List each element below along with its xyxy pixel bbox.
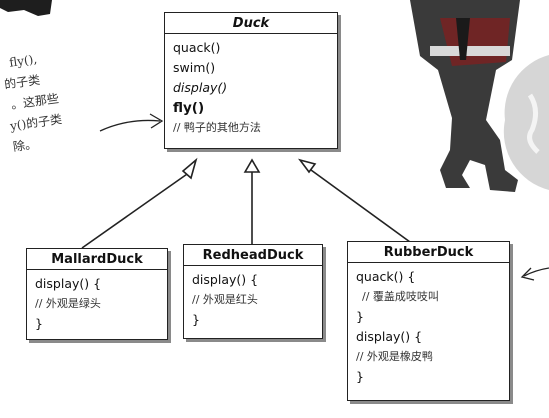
rubber-quack-open: quack() { [356, 269, 416, 284]
class-duck-title: Duck [165, 13, 337, 34]
photo-fragment-top-left [0, 0, 52, 16]
class-mallard-duck-title: MallardDuck [27, 249, 167, 270]
rubber-quack-close: } [356, 309, 364, 324]
method-fly: fly() [173, 100, 205, 116]
mallard-display-close: } [35, 316, 43, 331]
handwritten-arrow-head [149, 113, 164, 129]
class-mallard-duck-body: display() { // 外观是绿头 } [27, 270, 167, 338]
redhead-display-comment: // 外观是红头 [192, 293, 258, 306]
rubber-display-close: } [356, 369, 364, 384]
inheritance-mallard [81, 157, 198, 249]
class-redhead-duck-body: display() { // 外观是红头 } [184, 266, 322, 334]
class-rubber-duck[interactable]: RubberDuck quack() { // 覆盖成吱吱叫 } display… [347, 241, 510, 401]
presenter-figure [410, 0, 520, 192]
class-duck[interactable]: Duck quack() swim() display() fly() // 鸭… [164, 12, 338, 149]
handwritten-arrow [99, 119, 161, 132]
other-methods-note: // 鸭子的其他方法 [173, 121, 261, 134]
class-mallard-duck[interactable]: MallardDuck display() { // 外观是绿头 } [26, 248, 168, 340]
redhead-display-close: } [192, 312, 200, 327]
rubberduck-pointer-arrow-head [520, 267, 535, 281]
mallard-display-open: display() { [35, 276, 102, 291]
redhead-display-open: display() { [192, 272, 259, 287]
method-quack: quack() [173, 40, 221, 55]
method-display-abstract: display() [173, 80, 228, 95]
class-rubber-duck-body: quack() { // 覆盖成吱吱叫 } display() { // 外观是… [348, 263, 509, 391]
method-swim: swim() [173, 60, 216, 75]
class-redhead-duck-title: RedheadDuck [184, 245, 322, 266]
class-redhead-duck[interactable]: RedheadDuck display() { // 外观是红头 } [183, 244, 323, 339]
class-duck-methods: quack() swim() display() fly() // 鸭子的其他方… [165, 34, 337, 142]
class-rubber-duck-title: RubberDuck [348, 242, 509, 263]
rubber-quack-comment: // 覆盖成吱吱叫 [362, 290, 439, 303]
inheritance-redhead [243, 158, 261, 248]
rubberduck-pointer-arrow [523, 267, 549, 277]
rubber-display-open: display() { [356, 329, 423, 344]
mallard-display-comment: // 外观是绿头 [35, 297, 101, 310]
rubber-display-comment: // 外观是橡皮鸭 [356, 350, 433, 363]
decorative-circle [503, 55, 549, 190]
inheritance-rubber [297, 158, 411, 243]
